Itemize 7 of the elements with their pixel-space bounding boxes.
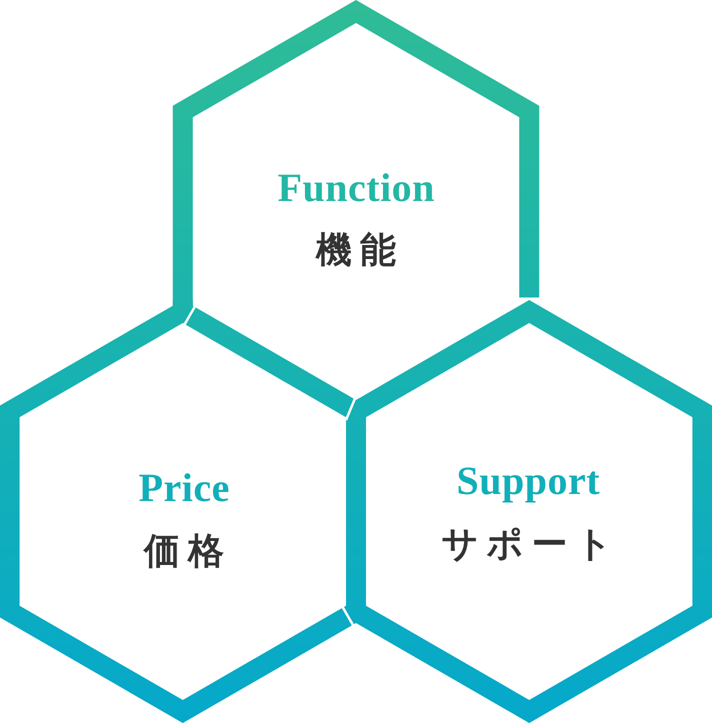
english-heading: Support bbox=[456, 458, 600, 504]
japanese-label: 機能 bbox=[314, 229, 404, 273]
hexagon-frame bbox=[346, 300, 712, 723]
japanese-label: サポート bbox=[440, 523, 620, 567]
english-heading: Function bbox=[277, 165, 435, 211]
english-heading: Price bbox=[138, 465, 230, 511]
japanese-label: 価格 bbox=[142, 530, 232, 574]
